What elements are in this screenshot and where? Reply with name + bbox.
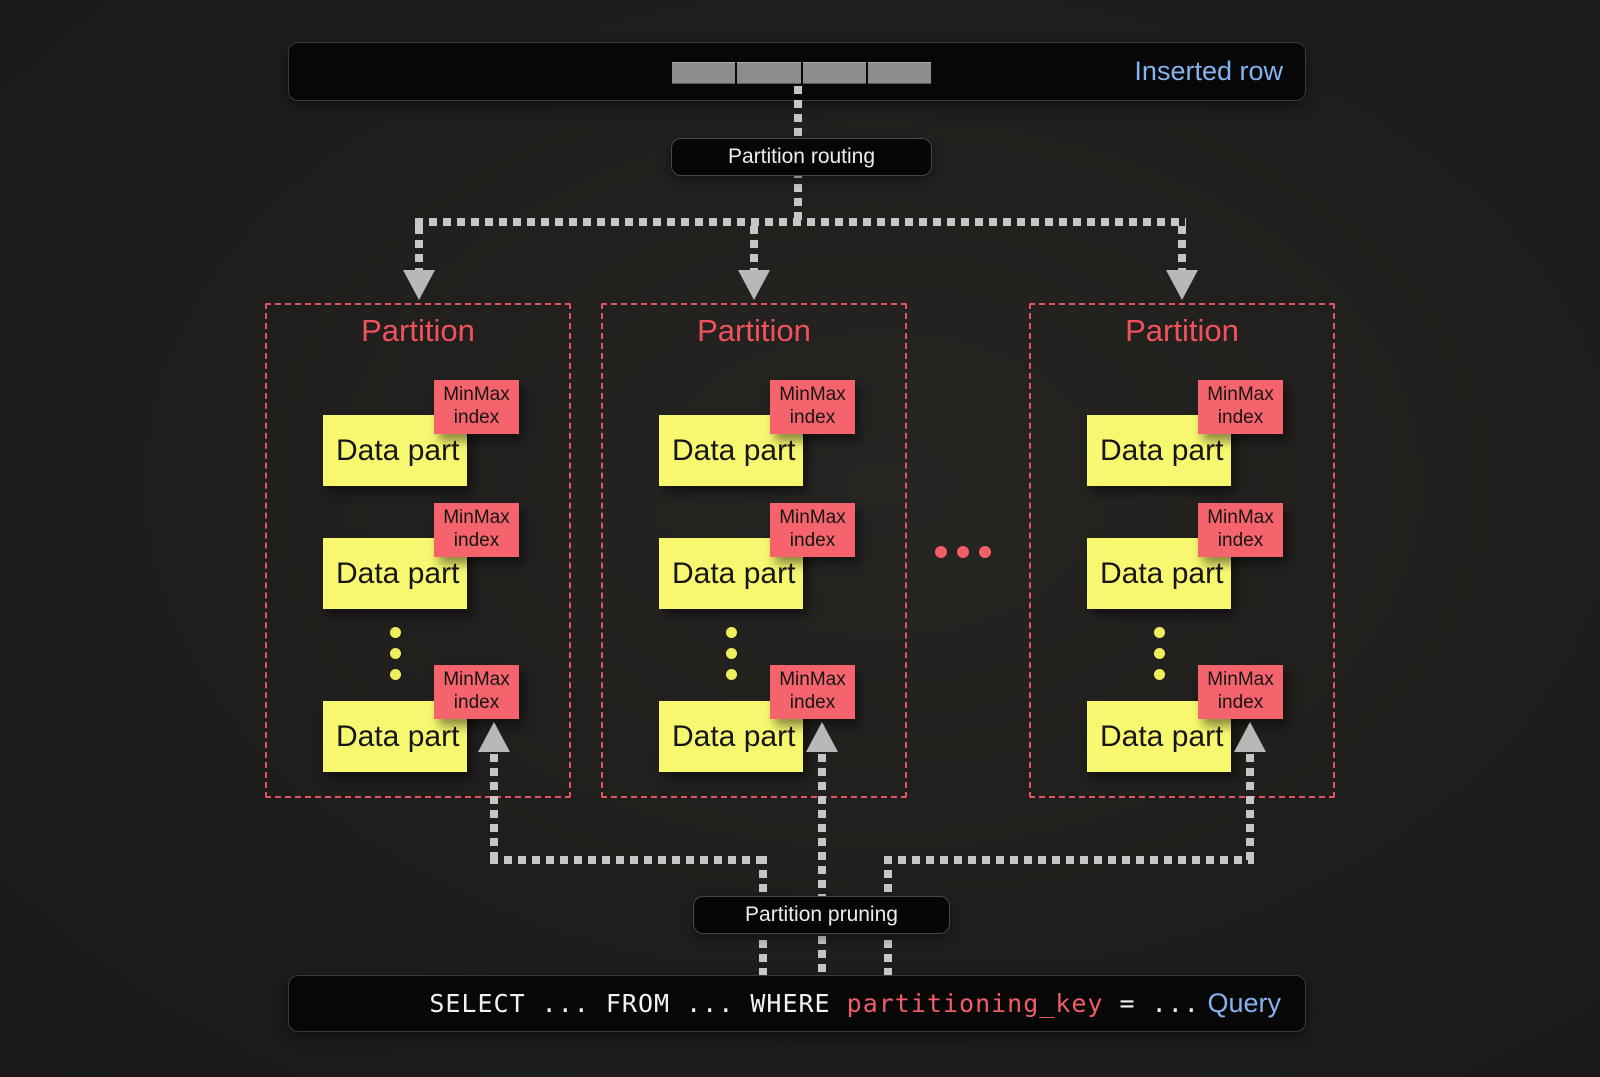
- data-part-label: Data part: [336, 433, 460, 467]
- minmax-index-tag: MinMax index: [1198, 665, 1283, 719]
- pruning-line-right-horizontal: [884, 856, 1254, 864]
- partition-box: Partition MinMax index Data part MinMax …: [1029, 303, 1335, 798]
- minmax-index-tag: MinMax index: [770, 665, 855, 719]
- pruning-line-right-vertical: [1246, 754, 1254, 862]
- arrow-up-icon: [1234, 722, 1266, 752]
- minmax-line: index: [1217, 407, 1264, 428]
- partition-routing-box: Partition routing: [671, 138, 932, 176]
- partition-title: Partition: [697, 313, 811, 348]
- minmax-line: MinMax: [443, 384, 510, 406]
- branch-stub-middle: [750, 226, 758, 270]
- minmax-line: MinMax: [779, 669, 846, 691]
- arrow-down-icon: [403, 270, 435, 300]
- minmax-index-tag: MinMax index: [770, 380, 855, 434]
- minmax-line: MinMax: [779, 507, 846, 529]
- data-part-label: Data part: [672, 556, 796, 590]
- data-part-box: Data part: [1087, 538, 1231, 609]
- minmax-index-tag: MinMax index: [1198, 380, 1283, 434]
- pruning-line-left-horizontal: [490, 856, 767, 864]
- arrow-up-icon: [806, 722, 838, 752]
- partition-title: Partition: [361, 313, 475, 348]
- data-part-box: Data part: [659, 538, 803, 609]
- minmax-index-tag: MinMax index: [434, 665, 519, 719]
- more-parts-dots: [726, 627, 737, 680]
- query-code-select: SELECT ... FROM ... WHERE: [429, 989, 847, 1018]
- minmax-line: index: [453, 530, 500, 551]
- minmax-line: MinMax: [1207, 507, 1274, 529]
- query-code-partitioning-key: partitioning_key: [846, 989, 1104, 1018]
- minmax-line: MinMax: [443, 669, 510, 691]
- arrow-down-icon: [738, 270, 770, 300]
- minmax-line: index: [453, 407, 500, 428]
- query-label: Query: [1207, 988, 1281, 1018]
- more-partitions-dots: [935, 546, 991, 558]
- data-part-label: Data part: [1100, 556, 1224, 590]
- minmax-line: MinMax: [779, 384, 846, 406]
- minmax-index-tag: MinMax index: [434, 380, 519, 434]
- partition-box: Partition MinMax index Data part MinMax …: [601, 303, 907, 798]
- minmax-line: index: [1217, 530, 1264, 551]
- minmax-line: index: [789, 692, 836, 713]
- more-parts-dots: [1154, 627, 1165, 680]
- branch-stub-left: [415, 226, 423, 270]
- data-part-label: Data part: [672, 719, 796, 753]
- row-segment-cell: [672, 62, 736, 84]
- pruning-line-left-vertical: [490, 754, 498, 862]
- minmax-line: index: [453, 692, 500, 713]
- branch-line: [415, 218, 1186, 226]
- branch-stub-right: [1178, 226, 1186, 270]
- row-segment-cell: [737, 62, 801, 84]
- minmax-index-tag: MinMax index: [434, 503, 519, 557]
- row-segments: [672, 62, 931, 84]
- partition-box: Partition MinMax index Data part MinMax …: [265, 303, 571, 798]
- row-segment-cell: [802, 62, 866, 84]
- minmax-line: index: [789, 530, 836, 551]
- pruning-line-middle-vertical: [818, 754, 826, 975]
- more-parts-dots: [390, 627, 401, 680]
- data-part-label: Data part: [672, 433, 796, 467]
- minmax-line: index: [789, 407, 836, 428]
- data-part-label: Data part: [1100, 433, 1224, 467]
- arrow-up-icon: [478, 722, 510, 752]
- arrow-down-icon: [1166, 270, 1198, 300]
- minmax-line: MinMax: [1207, 384, 1274, 406]
- minmax-index-tag: MinMax index: [1198, 503, 1283, 557]
- minmax-index-tag: MinMax index: [770, 503, 855, 557]
- minmax-line: MinMax: [443, 507, 510, 529]
- partition-pruning-box: Partition pruning: [693, 896, 950, 934]
- query-code: SELECT ... FROM ... WHERE partitioning_k…: [333, 960, 1200, 1047]
- partition-title: Partition: [1125, 313, 1239, 348]
- partition-routing-label: Partition routing: [727, 145, 876, 168]
- row-segment-cell: [867, 62, 931, 84]
- inserted-row-label: Inserted row: [1134, 56, 1283, 86]
- data-part-label: Data part: [336, 556, 460, 590]
- data-part-label: Data part: [1100, 719, 1224, 753]
- data-part-label: Data part: [336, 719, 460, 753]
- query-code-rest: = ...: [1103, 989, 1200, 1018]
- data-part-box: Data part: [323, 538, 467, 609]
- partition-pruning-label: Partition pruning: [745, 903, 898, 926]
- minmax-line: index: [1217, 692, 1264, 713]
- query-bar: SELECT ... FROM ... WHERE partitioning_k…: [288, 975, 1306, 1032]
- inserted-row-bar: Inserted row: [288, 42, 1306, 101]
- minmax-line: MinMax: [1207, 669, 1274, 691]
